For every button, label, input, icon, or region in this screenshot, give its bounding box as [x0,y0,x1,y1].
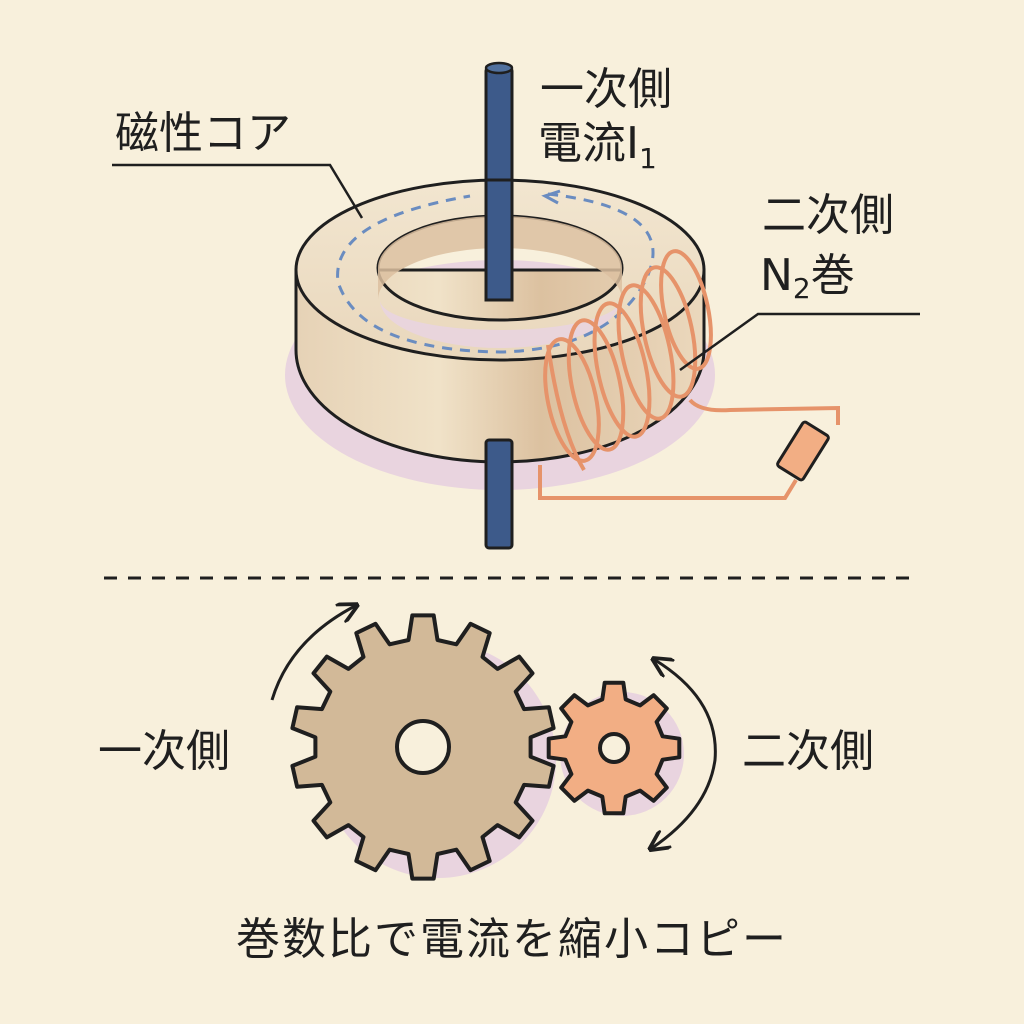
leader-lines [112,163,920,372]
primary-current-label-line2: 電流I1 [538,118,657,175]
resistor-icon [776,420,830,482]
primary-rotation-arrow [270,606,355,701]
primary-current-subscript: 1 [639,142,657,175]
core-label: 磁性コア [115,108,291,159]
secondary-rotation-arrow [652,660,717,848]
large-gear-icon [290,613,556,881]
secondary-turns: 巻 [811,250,855,301]
secondary-n: N [760,250,793,301]
primary-current-label-text: 電流I [538,118,639,169]
secondary-label-line2: N2巻 [760,250,855,305]
secondary-label-line1: 二次側 [762,190,894,241]
gear-primary-label: 一次側 [98,726,230,777]
flux-path [336,192,655,354]
magnetic-core [294,178,706,464]
caption: 巻数比で電流を縮小コピー [236,914,788,965]
primary-current-label-line1: 一次側 [540,64,672,115]
primary-conductor-front [484,178,514,550]
small-gear-icon [546,680,682,816]
gear-secondary-label: 二次側 [742,726,874,777]
secondary-winding [538,249,840,500]
secondary-subscript: 2 [793,272,811,305]
